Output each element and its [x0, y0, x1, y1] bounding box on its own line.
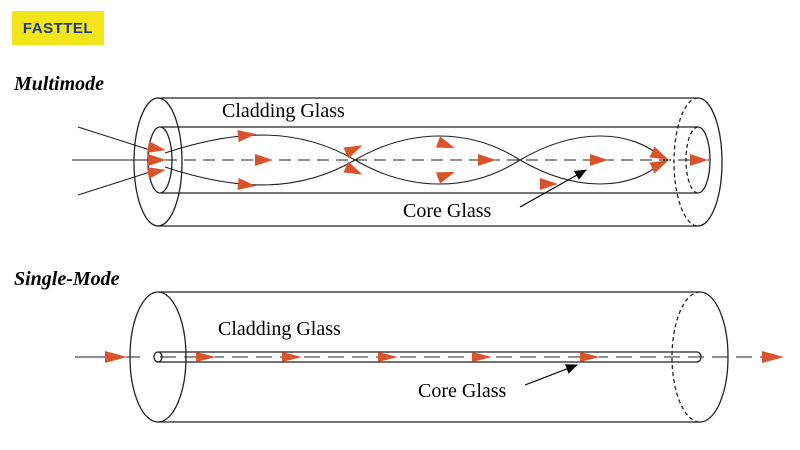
zigzag-ray-b: [164, 135, 666, 186]
arrowhead: [146, 141, 166, 153]
singlemode-cladding-label: Cladding Glass: [218, 318, 341, 340]
logo-text: FASTTEL: [22, 19, 94, 37]
arrowhead: [255, 154, 273, 166]
multimode-core-right-end-front: [697, 126, 711, 194]
singlemode-core-pointer: [524, 364, 578, 386]
multimode-fiber: [133, 97, 723, 227]
multimode-core-label: Core Glass: [403, 200, 492, 222]
singlemode-cladding-right-end-back: [671, 291, 701, 423]
multimode-core-pointer: [519, 169, 587, 208]
arrowhead: [343, 145, 363, 159]
arrowhead: [690, 154, 708, 166]
arrowhead: [762, 351, 784, 363]
arrowhead: [478, 154, 496, 166]
singlemode-arrowheads: [105, 351, 784, 363]
multimode-rays: [72, 126, 712, 196]
arrowhead: [649, 160, 669, 174]
fasttel-logo: FASTTEL: [12, 11, 104, 45]
arrowhead: [540, 178, 558, 190]
multimode-title: Multimode: [14, 73, 105, 95]
input-ray-top: [77, 126, 151, 151]
arrowhead: [580, 352, 600, 362]
singlemode-title: Single-Mode: [14, 268, 120, 290]
arrowhead: [590, 154, 608, 166]
arrowhead: [472, 352, 492, 362]
arrowhead: [378, 352, 398, 362]
input-ray-bottom: [77, 171, 151, 196]
arrowhead: [237, 178, 256, 190]
arrowhead: [282, 352, 302, 362]
multimode-cladding-label: Cladding Glass: [222, 100, 345, 122]
multimode-cladding-right-end-back: [673, 97, 699, 227]
singlemode-core-label: Core Glass: [418, 380, 507, 402]
multimode-cladding-right-end-front: [697, 97, 723, 227]
arrowhead: [148, 154, 166, 166]
multimode-arrowheads: [146, 130, 708, 190]
arrowhead: [237, 130, 256, 142]
zigzag-ray-a: [164, 134, 666, 185]
arrowhead: [435, 136, 455, 149]
arrowhead: [146, 167, 166, 179]
arrowhead: [343, 161, 363, 175]
arrowhead: [435, 171, 455, 184]
arrowhead: [649, 146, 669, 160]
arrowhead: [196, 352, 216, 362]
arrowhead: [105, 351, 127, 363]
